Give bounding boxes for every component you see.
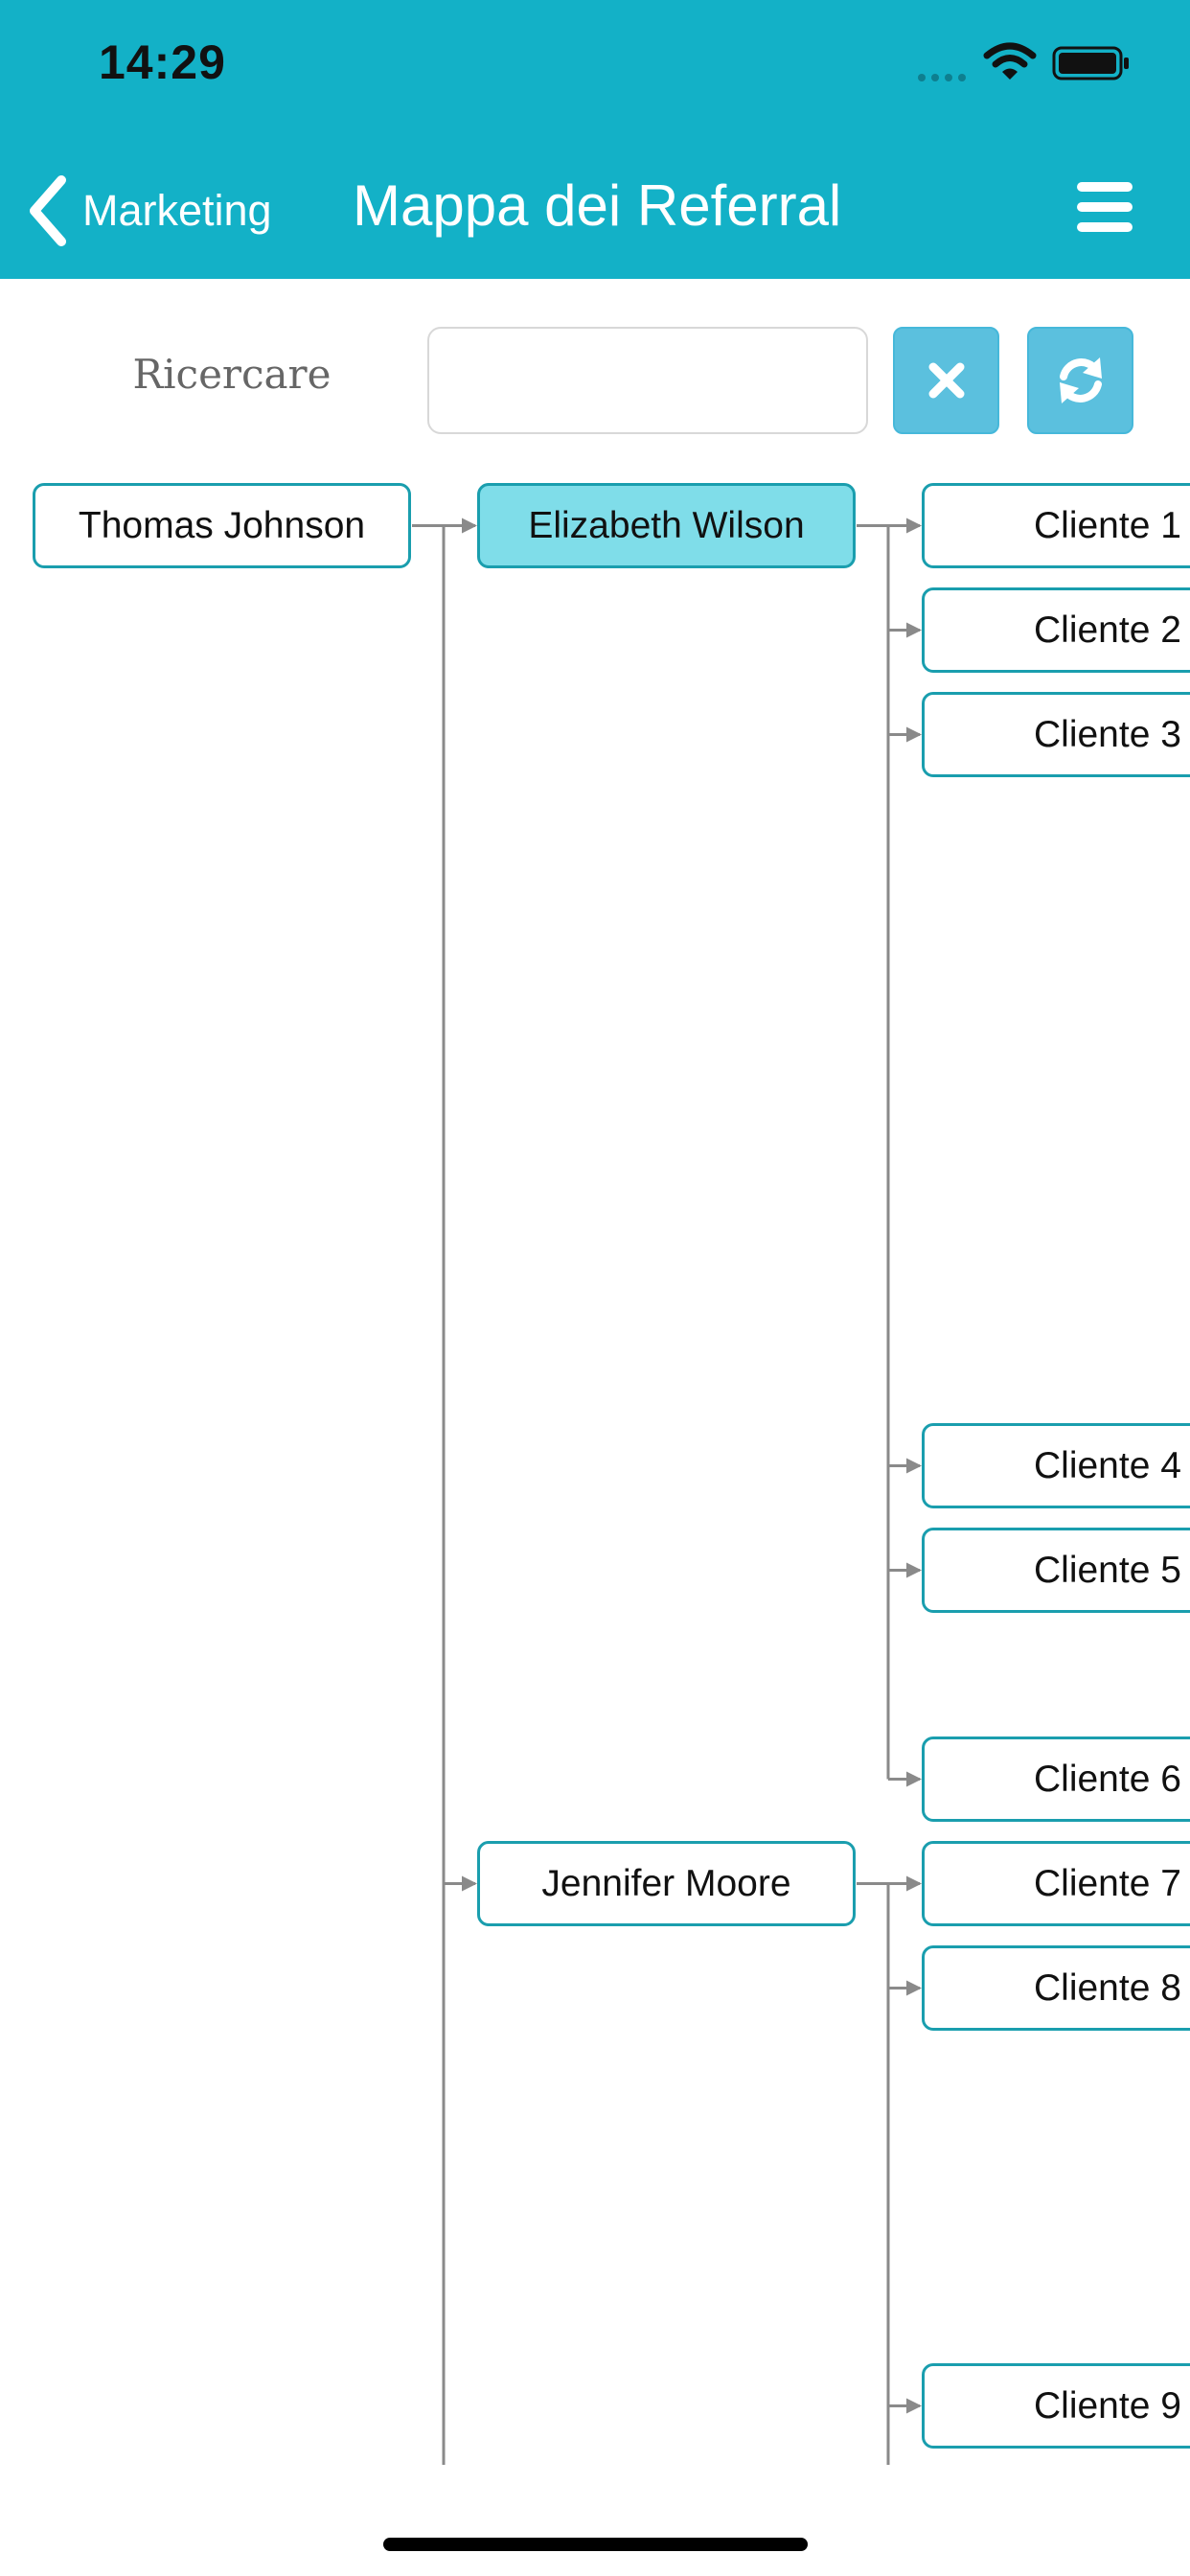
- status-time: 14:29: [99, 35, 226, 89]
- tree-node-client[interactable]: Cliente 9: [922, 2363, 1190, 2449]
- tree-node-referrer[interactable]: Jennifer Moore: [477, 1841, 856, 1926]
- tree-node-client[interactable]: Cliente 2: [922, 587, 1190, 673]
- arrow-head-icon: [906, 726, 922, 743]
- cellular-signal-icon: [918, 69, 972, 86]
- arrow-head-icon: [906, 622, 922, 638]
- tree-node-client[interactable]: Cliente 7: [922, 1841, 1190, 1926]
- arrow-head-icon: [906, 518, 922, 534]
- chevron-left-icon: [30, 175, 66, 246]
- close-icon: [928, 362, 964, 399]
- tree-node-root[interactable]: Thomas Johnson: [33, 483, 411, 568]
- tree-node-referrer[interactable]: Elizabeth Wilson: [477, 483, 856, 568]
- tree-node-client[interactable]: Cliente 4: [922, 1423, 1190, 1508]
- battery-icon: [1052, 46, 1129, 80]
- hamburger-menu-icon[interactable]: [1075, 180, 1134, 234]
- home-indicator: [383, 2538, 808, 2551]
- wifi-icon: [983, 42, 1037, 80]
- arrow-head-icon: [906, 1562, 922, 1578]
- arrow-head-icon: [906, 1875, 922, 1892]
- arrow-head-icon: [906, 2398, 922, 2414]
- page-title: Mappa dei Referral: [353, 173, 842, 238]
- clear-search-button[interactable]: [893, 327, 999, 434]
- tree-node-client[interactable]: Cliente 3: [922, 692, 1190, 777]
- back-button-label: Marketing: [82, 186, 272, 235]
- tree-node-client[interactable]: Cliente 8: [922, 1945, 1190, 2031]
- tree-node-client[interactable]: Cliente 1: [922, 483, 1190, 568]
- arrow-head-icon: [906, 1771, 922, 1787]
- tree-node-client[interactable]: Cliente 6: [922, 1736, 1190, 1822]
- arrow-head-icon: [906, 1458, 922, 1474]
- search-label: Ricercare: [132, 351, 332, 398]
- arrow-head-icon: [462, 518, 477, 534]
- refresh-button[interactable]: [1027, 327, 1133, 434]
- navigation-bar: 14:29 Marketing Mappa dei Referral: [0, 0, 1190, 279]
- refresh-icon: [1059, 357, 1102, 403]
- arrow-head-icon: [906, 1980, 922, 1996]
- search-input[interactable]: [427, 327, 868, 434]
- tree-node-client[interactable]: Cliente 5: [922, 1528, 1190, 1613]
- arrow-head-icon: [462, 1875, 477, 1892]
